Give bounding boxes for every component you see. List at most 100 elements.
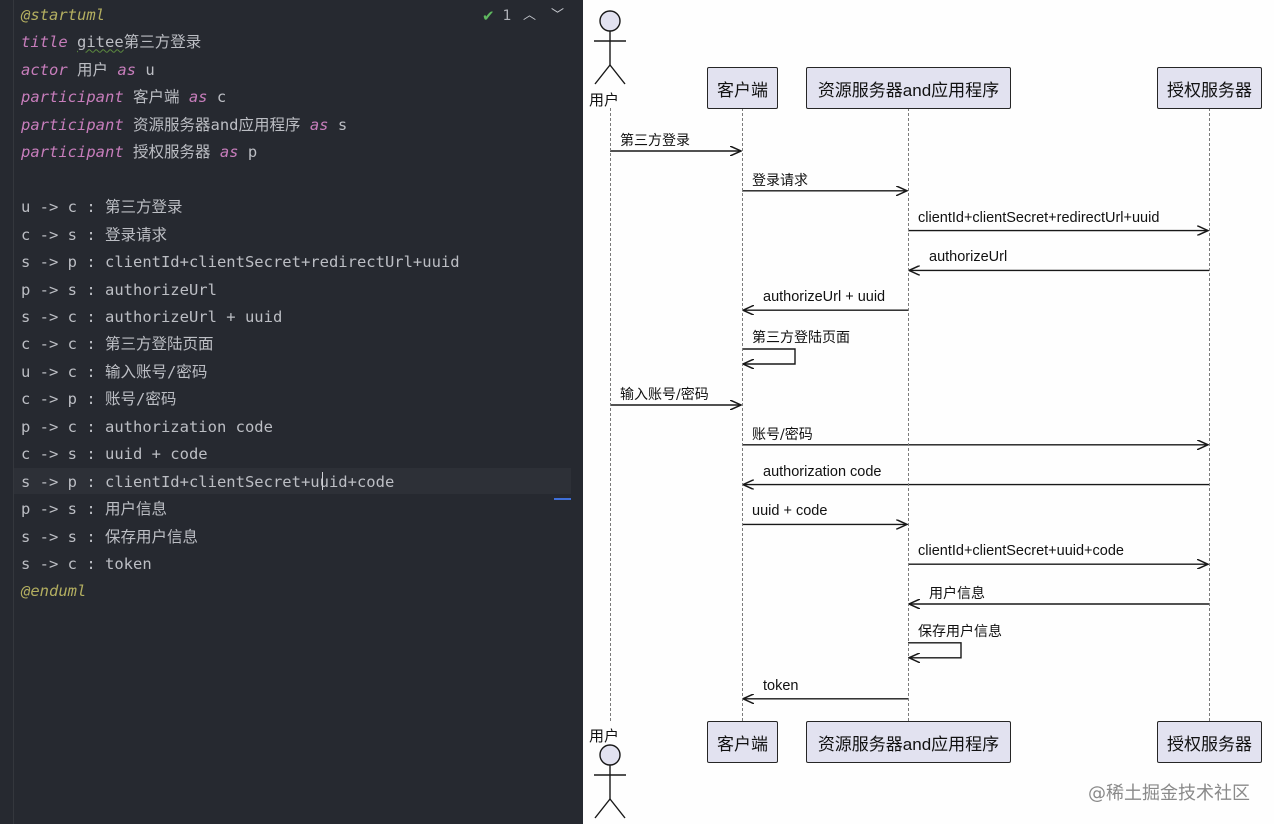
- message-label: clientId+clientSecret+redirectUrl+uuid: [918, 209, 1160, 226]
- participant-box-c: 客户端: [707, 67, 778, 109]
- check-icon: ✔: [482, 7, 495, 25]
- code-line[interactable]: actor 用户 as u: [21, 58, 155, 82]
- code-token: 用户: [67, 60, 118, 79]
- code-token: u -> c : 输入账号/密码: [21, 362, 208, 381]
- code-token: gitee: [77, 33, 124, 52]
- code-token: as: [219, 143, 239, 162]
- message-label: uuid + code: [752, 503, 828, 520]
- code-token: p -> s : authorizeUrl: [21, 280, 217, 299]
- code-token: u -> c : 第三方登录: [21, 198, 183, 217]
- text-caret: [322, 472, 323, 490]
- chevron-down-icon[interactable]: ﹀: [550, 8, 564, 23]
- code-token: c -> s : uuid + code: [21, 445, 208, 464]
- actor-leg-icon: [594, 798, 611, 819]
- message-label: clientId+clientSecret+uuid+code: [918, 543, 1124, 560]
- code-token: c: [207, 88, 227, 107]
- code-line[interactable]: @enduml: [21, 579, 86, 603]
- editor-gutter: [0, 0, 14, 824]
- code-token: 资源服务器and应用程序: [123, 115, 310, 134]
- code-token: s -> p : clientId+clientSecret+redirectU…: [21, 253, 460, 272]
- message-label: 输入账号/密码: [620, 387, 709, 403]
- code-token: c -> c : 第三方登陆页面: [21, 335, 214, 354]
- watermark: @稀土掘金技术社区: [1088, 783, 1250, 804]
- code-token: s -> c : token: [21, 555, 152, 573]
- lifeline-c: [742, 108, 743, 721]
- code-token: @startuml: [21, 6, 105, 24]
- participant-box-s: 资源服务器and应用程序: [806, 67, 1011, 109]
- code-line[interactable]: p -> s : authorizeUrl: [21, 278, 217, 302]
- code-line[interactable]: s -> s : 保存用户信息: [21, 525, 198, 549]
- message-label: 第三方登录: [620, 133, 690, 149]
- code-line[interactable]: s -> p : clientId+clientSecret+redirectU…: [21, 250, 460, 274]
- code-token: participant: [21, 115, 124, 134]
- inspection-count: 1: [502, 8, 512, 24]
- code-line[interactable]: c -> s : uuid + code: [21, 442, 208, 466]
- actor-leg-icon: [609, 64, 626, 85]
- code-token: s: [328, 115, 348, 134]
- editor-scrollbar[interactable]: [571, 0, 583, 824]
- message-label: authorization code: [763, 463, 882, 480]
- code-token: s -> s : 保存用户信息: [21, 527, 198, 546]
- code-token: 第三方登录: [123, 33, 202, 52]
- code-line[interactable]: c -> p : 账号/密码: [21, 387, 176, 411]
- message-label: 保存用户信息: [918, 623, 1002, 640]
- code-line[interactable]: s -> p : clientId+clientSecret+uuid+code: [21, 470, 394, 494]
- code-line[interactable]: p -> s : 用户信息: [21, 497, 167, 521]
- diagram-canvas: [594, 10, 1209, 819]
- code-token: c -> p : 账号/密码: [21, 390, 177, 409]
- code-token: as: [117, 60, 137, 79]
- actor-leg-icon: [609, 798, 626, 819]
- code-token: as: [309, 115, 329, 134]
- current-line-highlight: [14, 468, 571, 494]
- code-line[interactable]: c -> c : 第三方登陆页面: [21, 332, 214, 356]
- code-token: s -> p : clientId+clientSecret+uuid+code: [21, 472, 395, 491]
- code-line[interactable]: s -> c : authorizeUrl + uuid: [21, 305, 282, 329]
- code-line[interactable]: @startuml: [21, 3, 105, 27]
- code-token: u: [136, 60, 155, 79]
- message-label: token: [763, 677, 799, 694]
- code-line[interactable]: participant 资源服务器and应用程序 as s: [21, 113, 347, 137]
- actor-label: 用户: [589, 727, 620, 745]
- code-token: p -> c : authorization code: [21, 417, 273, 436]
- chevron-up-icon[interactable]: ︿: [522, 8, 536, 23]
- message-label: 用户信息: [929, 586, 985, 602]
- actor-label: 用户: [589, 91, 620, 109]
- code-token: as: [188, 88, 208, 107]
- actor-leg-icon: [594, 64, 611, 85]
- code-token: p: [238, 143, 258, 162]
- code-token: p -> s : 用户信息: [21, 500, 167, 519]
- code-line[interactable]: title gitee第三方登录: [21, 30, 201, 54]
- code-line[interactable]: participant 授权服务器 as p: [21, 140, 257, 164]
- participant-box-s: 资源服务器and应用程序: [806, 721, 1011, 763]
- participant-box-c: 客户端: [707, 721, 778, 763]
- code-line[interactable]: u -> c : 第三方登录: [21, 195, 183, 219]
- message-label: 账号/密码: [752, 426, 813, 443]
- code-token: s -> c : authorizeUrl + uuid: [21, 307, 283, 326]
- self-message-arrow: [742, 348, 796, 364]
- code-token: 授权服务器: [123, 143, 220, 162]
- participant-box-p: 授权服务器: [1157, 721, 1262, 763]
- participant-box-p: 授权服务器: [1157, 67, 1262, 109]
- code-token: participant: [21, 143, 124, 162]
- lifeline-p: [1209, 108, 1210, 721]
- message-label: authorizeUrl + uuid: [763, 289, 886, 306]
- inspection-widget[interactable]: ✔ 1 ︿ ﹀: [482, 6, 568, 26]
- message-label: 第三方登陆页面: [752, 330, 850, 346]
- message-label: authorizeUrl: [929, 249, 1008, 266]
- code-line[interactable]: c -> s : 登录请求: [21, 223, 167, 247]
- code-line[interactable]: p -> c : authorization code: [21, 415, 273, 439]
- code-token: @enduml: [21, 582, 87, 601]
- code-token: title: [21, 33, 68, 52]
- message-label: 登录请求: [752, 172, 808, 189]
- code-token: actor: [21, 60, 68, 79]
- actor-head-icon: [599, 744, 621, 766]
- code-line[interactable]: participant 客户端 as c: [21, 85, 226, 109]
- actor-head-icon: [599, 10, 621, 32]
- code-token: [68, 33, 77, 51]
- code-token: participant: [21, 88, 124, 107]
- code-token: c -> s : 登录请求: [21, 225, 167, 244]
- self-message-arrow: [908, 642, 962, 658]
- code-line[interactable]: u -> c : 输入账号/密码: [21, 360, 207, 384]
- code-line[interactable]: s -> c : token: [21, 552, 152, 576]
